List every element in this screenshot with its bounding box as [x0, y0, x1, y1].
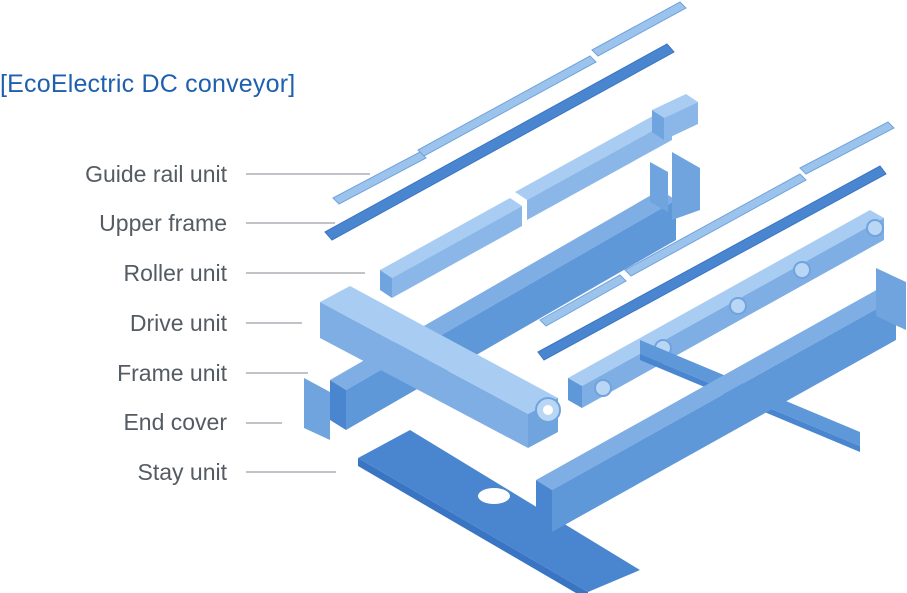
frame-unit-right: [536, 268, 906, 532]
stay-unit: [358, 430, 640, 593]
guide-rail-segment: [417, 55, 597, 157]
label-upper-frame: Upper frame: [99, 210, 227, 236]
label-roller-unit: Roller unit: [123, 260, 227, 286]
roller-unit-left: [380, 94, 698, 298]
guide-rail-segment: [591, 1, 687, 57]
label-frame-unit: Frame unit: [117, 360, 227, 386]
guide-rail-right: [539, 121, 895, 327]
roller-circle: [793, 261, 811, 279]
roller-circle: [729, 297, 747, 315]
roller-circle: [866, 219, 884, 237]
diagram-title: [EcoElectric DC conveyor]: [0, 70, 296, 98]
upper-frame-right: [537, 165, 887, 361]
end-cover-right: [672, 152, 700, 220]
roller-circle: [594, 379, 612, 397]
label-drive-unit: Drive unit: [129, 310, 227, 336]
upper-frame-left: [324, 43, 675, 241]
guide-rail-segment: [332, 151, 427, 205]
leader-lines: [246, 173, 370, 473]
end-cover-left: [304, 378, 330, 440]
label-end-cover: End cover: [123, 409, 227, 435]
drive-unit: [320, 286, 561, 448]
label-guide-rail-unit: Guide rail unit: [85, 161, 227, 187]
label-stay-unit: Stay unit: [137, 459, 228, 485]
guide-rail-left: [332, 1, 687, 205]
